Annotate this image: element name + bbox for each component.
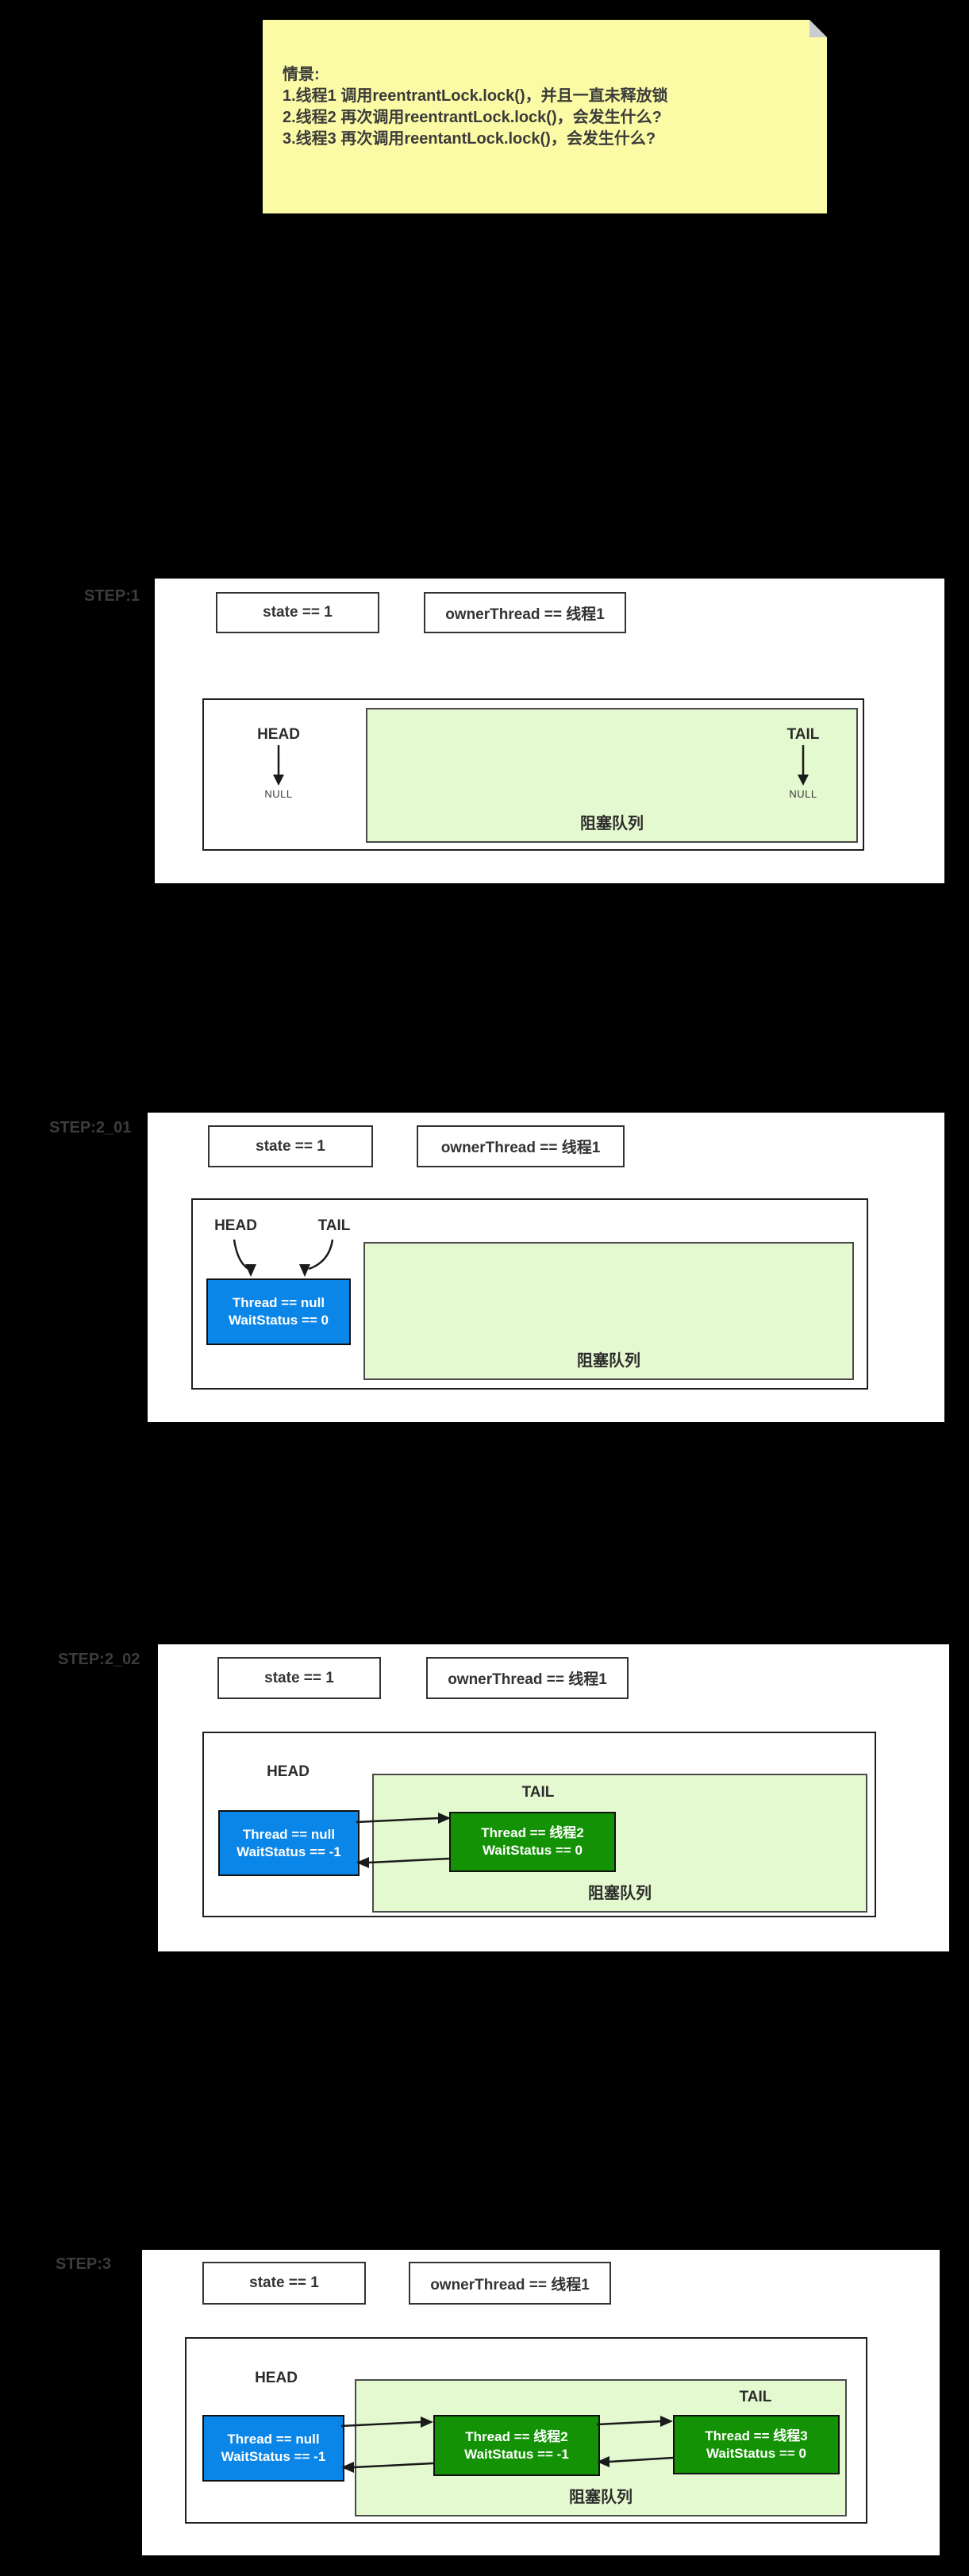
node-waitstatus-line: WaitStatus == -1 [236, 1844, 341, 1859]
node-thread-line: Thread == 线程3 [705, 2428, 808, 2443]
blocking-queue-zone: 阻塞队列 [363, 1242, 854, 1380]
queue-node-thread2: Thread == 线程2 WaitStatus == -1 [433, 2415, 600, 2476]
head-label: HEAD [257, 726, 300, 743]
blocking-queue-zone: 阻塞队列 [372, 1774, 867, 1913]
owner-thread-box: ownerThread == 线程1 [424, 592, 626, 633]
note-line: 3.线程3 再次调用reentantLock.lock()，会发生什么? [283, 130, 656, 148]
note-line: 1.线程1 调用reentrantLock.lock()，并且一直未释放锁 [283, 87, 668, 105]
panel-step2-02: state == 1 ownerThread == 线程1 阻塞队列 HEAD … [158, 1644, 949, 1951]
queue-frame: 阻塞队列 HEAD TAIL Thread == null WaitStatus… [191, 1198, 868, 1390]
panel-step3: state == 1 ownerThread == 线程1 阻塞队列 HEAD … [142, 2250, 940, 2555]
tail-label: TAIL [521, 1784, 555, 1801]
step-label-2-02: STEP:2_02 [58, 1651, 140, 1668]
queue-node-thread2: Thread == 线程2 WaitStatus == 0 [449, 1812, 616, 1872]
note-line: 2.线程2 再次调用reentrantLock.lock()，会发生什么? [283, 109, 662, 126]
state-value: state == 1 [256, 1137, 325, 1155]
step-label-1: STEP:1 [84, 587, 140, 605]
state-box: state == 1 [208, 1125, 373, 1167]
state-box: state == 1 [217, 1657, 381, 1699]
step-label-3: STEP:3 [56, 2255, 112, 2273]
tail-label: TAIL [786, 726, 820, 743]
tail-label: TAIL [317, 1217, 351, 1234]
head-node: Thread == null WaitStatus == 0 [206, 1278, 351, 1345]
node-thread-line: Thread == null [242, 1826, 336, 1842]
node-thread-line: Thread == null [232, 1295, 325, 1310]
owner-thread-value: ownerThread == 线程1 [448, 1671, 607, 1688]
node-thread-line: Thread == 线程2 [481, 1825, 584, 1840]
node-thread-line: Thread == 线程2 [465, 2428, 568, 2444]
queue-frame: 阻塞队列 HEAD TAIL Thread == null WaitStatus… [185, 2337, 867, 2524]
step-label-2-01: STEP:2_01 [49, 1119, 132, 1136]
blocking-queue-zone: 阻塞队列 [366, 708, 858, 843]
head-label: HEAD [267, 1763, 310, 1780]
tail-label: TAIL [739, 2389, 772, 2405]
node-waitstatus-line: WaitStatus == -1 [464, 2446, 569, 2462]
head-node: Thread == null WaitStatus == -1 [202, 2415, 344, 2482]
state-box: state == 1 [202, 2262, 366, 2305]
node-waitstatus-line: WaitStatus == 0 [229, 1313, 329, 1328]
node-thread-line: Thread == null [227, 2432, 320, 2447]
owner-thread-value: ownerThread == 线程1 [440, 1140, 601, 1156]
queue-node-thread3: Thread == 线程3 WaitStatus == 0 [673, 2415, 840, 2474]
blocking-queue-label: 阻塞队列 [569, 2489, 633, 2506]
head-label: HEAD [255, 2370, 298, 2386]
owner-thread-box: ownerThread == 线程1 [409, 2262, 611, 2305]
blocking-queue-label: 阻塞队列 [577, 1352, 640, 1370]
owner-thread-value: ownerThread == 线程1 [445, 606, 605, 623]
state-value: state == 1 [264, 1669, 334, 1686]
panel-step1: state == 1 ownerThread == 线程1 阻塞队列 HEAD … [155, 579, 944, 883]
blocking-queue-label: 阻塞队列 [580, 815, 644, 832]
blocking-queue-label: 阻塞队列 [588, 1885, 652, 1902]
owner-thread-value: ownerThread == 线程1 [430, 2276, 590, 2293]
head-null-label: NULL [264, 788, 293, 800]
panel-step2-01: state == 1 ownerThread == 线程1 阻塞队列 HEAD … [148, 1113, 944, 1422]
state-value: state == 1 [263, 604, 333, 621]
node-waitstatus-line: WaitStatus == 0 [483, 1843, 583, 1858]
queue-frame: 阻塞队列 HEAD TAIL Thread == null WaitStatus… [202, 1732, 876, 1917]
head-node: Thread == null WaitStatus == -1 [218, 1810, 360, 1876]
node-waitstatus-line: WaitStatus == 0 [706, 2445, 806, 2461]
owner-thread-box: ownerThread == 线程1 [417, 1125, 625, 1167]
state-value: state == 1 [249, 2274, 319, 2291]
owner-thread-box: ownerThread == 线程1 [426, 1657, 629, 1699]
sticky-note-text: 情景: 1.线程1 调用reentrantLock.lock()，并且一直未释放… [283, 64, 805, 150]
tail-null-label: NULL [789, 788, 817, 800]
state-box: state == 1 [216, 592, 379, 633]
node-waitstatus-line: WaitStatus == -1 [221, 2449, 326, 2464]
note-fold-icon [809, 20, 827, 37]
sticky-note: 情景: 1.线程1 调用reentrantLock.lock()，并且一直未释放… [263, 20, 827, 213]
head-label: HEAD [214, 1217, 257, 1234]
queue-frame: 阻塞队列 HEAD TAIL NULL NULL [202, 698, 864, 851]
note-heading: 情景: [283, 66, 320, 83]
